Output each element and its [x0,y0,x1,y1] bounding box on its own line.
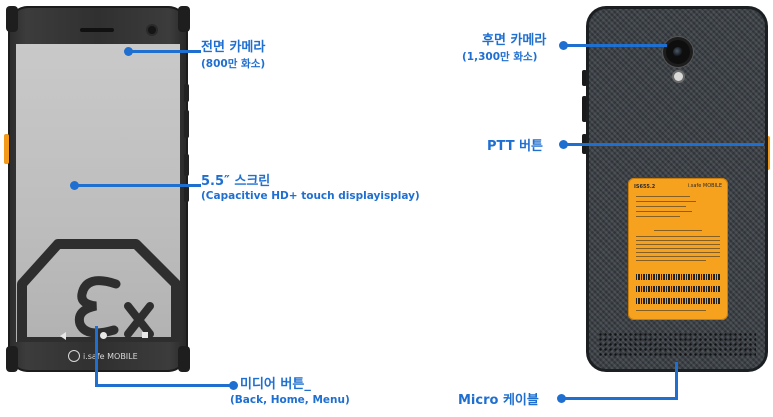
callout-dot [229,381,238,390]
model-tag: IS655.2 [634,184,656,190]
label-text-line [636,260,706,261]
corner-bumper [178,6,190,32]
rear-camera-subtitle: (1,300만 화소) [462,51,538,63]
callout-leader [95,384,233,387]
label-text-line [636,236,720,237]
speaker-grille [598,332,756,358]
rear-camera-lens [666,40,690,64]
ptt-title: PTT 버튼 [487,139,544,154]
front-screen [16,44,180,342]
rear-camera-title: 후면 카메라 [482,33,547,48]
side-key [582,96,587,122]
brand-ring-icon [68,350,80,362]
corner-bumper [6,346,18,372]
media-buttons-title: 미디어 버튼_ [240,377,311,392]
certification-label: IS655.2 i.safe MOBILE [628,178,728,320]
label-text-line [636,206,686,207]
back-nav-icon [60,332,66,340]
micro-cable-title: Micro 케이블 [458,393,539,408]
ptt-key-front [4,134,9,164]
callout-dot [124,47,133,56]
callout-leader [564,44,667,47]
corner-bumper [6,6,18,32]
side-key [184,186,189,202]
label-brand: i.safe MOBILE [687,183,722,189]
label-text-line [636,211,692,212]
menu-nav-icon [142,332,148,338]
callout-leader [129,50,201,53]
ex-mark-graphic [17,239,180,342]
screen-title: 5.5″ 스크린 [201,174,271,189]
rear-lens-glass [673,47,683,57]
label-text-line [636,216,680,217]
side-key [582,70,587,86]
callout-leader [562,397,678,400]
label-text-line [636,201,696,202]
screen-subtitle: (Capacitive HD+ touch displayisplay) [201,190,420,202]
home-nav-icon [100,332,107,339]
side-key [184,84,189,102]
callout-leader [95,326,98,386]
flash-icon [674,72,683,81]
barcode [636,298,720,304]
brand-logo-text: i.safe MOBILE [83,351,138,361]
front-camera-title: 전면 카메라 [201,40,266,55]
label-text-line [636,310,706,311]
barcode [636,286,720,292]
label-text-line [636,196,690,197]
label-text-line [636,244,720,245]
callout-dot [559,41,568,50]
side-key [184,110,189,138]
earpiece [80,28,114,32]
callout-dot [559,140,568,149]
label-text-line [654,230,702,231]
label-text-line [636,240,720,241]
label-text-line [636,256,720,257]
label-text-line [636,248,720,249]
callout-dot [557,394,566,403]
barcode [636,274,720,280]
front-camera-subtitle: (800만 화소) [201,58,266,70]
corner-bumper [178,346,190,372]
callout-leader [675,362,678,400]
back-phone: IS655.2 i.safe MOBILE [586,6,768,372]
media-buttons-subtitle: (Back, Home, Menu) [230,394,350,406]
label-text-line [636,252,720,253]
callout-leader [75,184,201,187]
callout-leader [564,143,764,146]
front-brand-logo: i.safe MOBILE [68,348,138,364]
front-camera-lens [148,26,156,34]
front-phone: i.safe MOBILE [4,6,190,372]
callout-dot [70,181,79,190]
side-key [184,154,189,176]
